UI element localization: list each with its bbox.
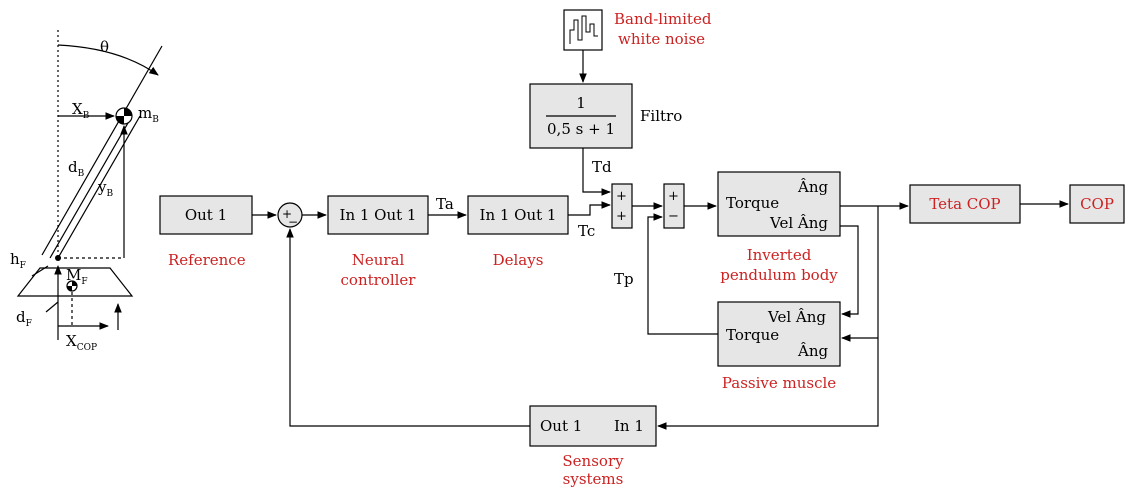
sum3-plus: + — [668, 189, 679, 204]
cop-box[interactable] — [1069, 184, 1125, 224]
xB-label: XB — [72, 100, 90, 121]
signal-td: Td — [592, 158, 612, 176]
sum1-plus: + — [282, 207, 292, 221]
muscle-ang-port: Âng — [797, 342, 828, 360]
mass-center-fill — [116, 108, 132, 124]
filter-label: Filtro — [640, 107, 682, 125]
sum-junction-1[interactable]: + − — [277, 202, 303, 229]
sensory-block[interactable]: Out 1 In 1 Sensory systems — [529, 405, 657, 488]
delay-to-sum-arrow — [568, 201, 611, 216]
xCOP-label: XCOP — [66, 332, 97, 353]
dF-label: dF — [16, 308, 32, 329]
neural-block-label: In 1 Out 1 — [340, 206, 417, 224]
pendulum-rod — [41, 45, 163, 256]
neural-caption-2: controller — [341, 271, 417, 289]
sensory-out-port: Out 1 — [540, 417, 582, 435]
signal-tp: Tp — [614, 270, 634, 288]
teta-cop-block[interactable]: Teta COP — [909, 184, 1021, 224]
passive-muscle-block[interactable]: Vel Âng Torque Âng Passive muscle — [717, 301, 841, 392]
sensory-box[interactable] — [529, 405, 657, 447]
signal-ta: Ta — [436, 195, 454, 213]
noise-waveform-icon — [569, 15, 598, 44]
delays-block[interactable]: In 1 Out 1 Delays — [467, 195, 569, 269]
delays-box[interactable] — [467, 195, 569, 235]
sum-junction-2[interactable]: + + — [611, 183, 633, 229]
cop-output-block[interactable]: COP — [1069, 184, 1125, 224]
signal-tc: Tc — [578, 222, 595, 240]
yB-label: yB — [97, 178, 113, 199]
muscle-velang-port: Vel Âng — [767, 308, 826, 326]
hF-label: hF — [10, 250, 26, 271]
MF-label: MF — [66, 266, 88, 287]
muscle-to-sum3-arrow — [647, 213, 718, 335]
filter-denominator: 0,5 s + 1 — [547, 120, 615, 138]
filter-block[interactable]: 1 0,5 s + 1 Filtro — [529, 83, 682, 149]
filter-numerator: 1 — [576, 94, 586, 112]
delays-caption: Delays — [493, 251, 544, 269]
sum-junction-3[interactable]: + − — [663, 183, 685, 229]
delays-block-label: In 1 Out 1 — [480, 206, 557, 224]
cop-label: COP — [1080, 195, 1114, 213]
sum3-minus: − — [668, 209, 679, 224]
theta-arc — [57, 44, 159, 76]
sum2-plus-a: + — [616, 189, 627, 204]
teta-cop-label: Teta COP — [929, 195, 1000, 213]
pendulum-sketch: θ XB mB dB yB hF MF dF XCOP — [10, 30, 163, 353]
ang-to-sensory-arrow — [657, 338, 879, 430]
muscle-torque-port: Torque — [726, 326, 779, 344]
neural-controller-block[interactable]: In 1 Out 1 Neural controller — [327, 195, 429, 289]
pendulum-torque-port: Torque — [726, 194, 779, 212]
reference-caption: Reference — [168, 251, 246, 269]
neural-caption-1: Neural — [352, 251, 405, 269]
reference-block-label: Out 1 — [185, 206, 227, 224]
reference-block[interactable]: Out 1 Reference — [159, 195, 253, 269]
pendulum-velang-port: Vel Âng — [769, 214, 828, 232]
pendulum-rod-inner — [49, 115, 133, 259]
pendulum-caption-1: Inverted — [747, 246, 812, 264]
mB-label: mB — [138, 104, 159, 125]
dF-tick — [45, 301, 59, 313]
foot-mass-fill — [67, 281, 77, 291]
filter-to-sum-arrow — [582, 148, 611, 196]
velang-to-muscle-arrow — [840, 225, 859, 318]
noise-source[interactable]: Band-limited white noise — [563, 9, 712, 51]
neural-box[interactable] — [327, 195, 429, 235]
pendulum-caption-2: pendulum body — [720, 266, 838, 284]
pendulum-body-block[interactable]: Âng Torque Vel Âng Inverted pendulum bod… — [717, 171, 841, 284]
pivot-point — [55, 255, 61, 261]
sum1-minus: − — [288, 215, 298, 229]
pendulum-ang-port: Âng — [797, 178, 828, 196]
sensory-caption-1: Sensory — [562, 452, 624, 470]
sensory-feedback-arrow — [286, 228, 530, 427]
foot-base — [16, 267, 134, 297]
noise-caption-2: white noise — [618, 30, 705, 48]
dB-label: dB — [68, 158, 85, 179]
pendulum-box[interactable] — [717, 171, 841, 237]
sensory-caption-2: systems — [563, 470, 624, 488]
muscle-caption: Passive muscle — [722, 374, 836, 392]
muscle-box[interactable] — [717, 301, 841, 367]
sensory-in-port: In 1 — [614, 417, 644, 435]
sum2-plus-b: + — [616, 209, 627, 224]
noise-caption-1: Band-limited — [614, 10, 712, 28]
pendulum-rod-inner2 — [57, 115, 141, 259]
teta-cop-box[interactable] — [909, 184, 1021, 224]
theta-label: θ — [100, 38, 109, 56]
